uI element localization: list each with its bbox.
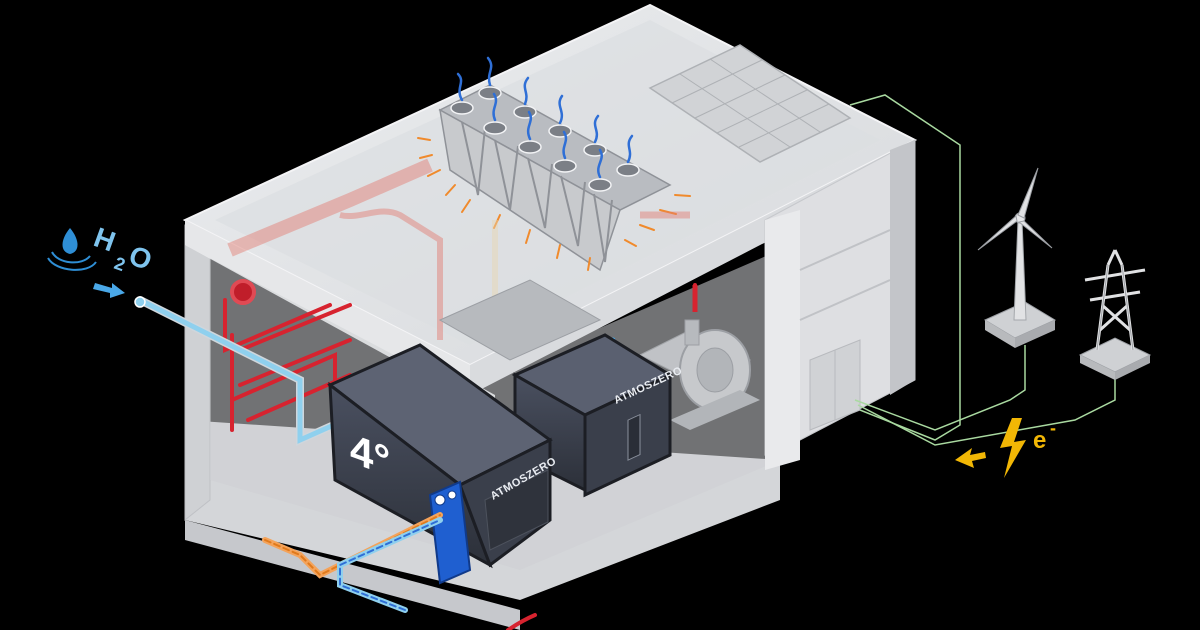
building-left-wall: [184, 214, 211, 522]
solar-panel-icon: [648, 44, 852, 163]
compressor: [438, 279, 760, 430]
building-annex-side: [890, 140, 915, 395]
electron-label: e: [1033, 427, 1046, 454]
electron-charge: -: [1050, 418, 1056, 438]
building-pillar: [765, 210, 800, 470]
water-label-2: 2: [112, 253, 128, 275]
base-slab: [185, 520, 520, 630]
water-label-h: H: [90, 222, 120, 258]
roof-pipes: [227, 158, 690, 340]
lightning-icon: [1000, 418, 1026, 478]
heat-exchanger: [428, 480, 472, 585]
transmission-tower-icon: [1078, 249, 1152, 380]
water-drop-icon: [47, 228, 97, 271]
process-lines: [262, 512, 537, 630]
wind-turbine-icon: [977, 167, 1057, 348]
heat-pump-unit-front: ATMOSZERO 4°: [327, 343, 559, 569]
dry-cooler: [417, 56, 691, 272]
water-label-o: O: [125, 240, 156, 277]
double-arrow-icon: [955, 448, 986, 468]
grid-connection-lines: [849, 94, 1116, 446]
arrow-right-icon: [93, 283, 125, 298]
